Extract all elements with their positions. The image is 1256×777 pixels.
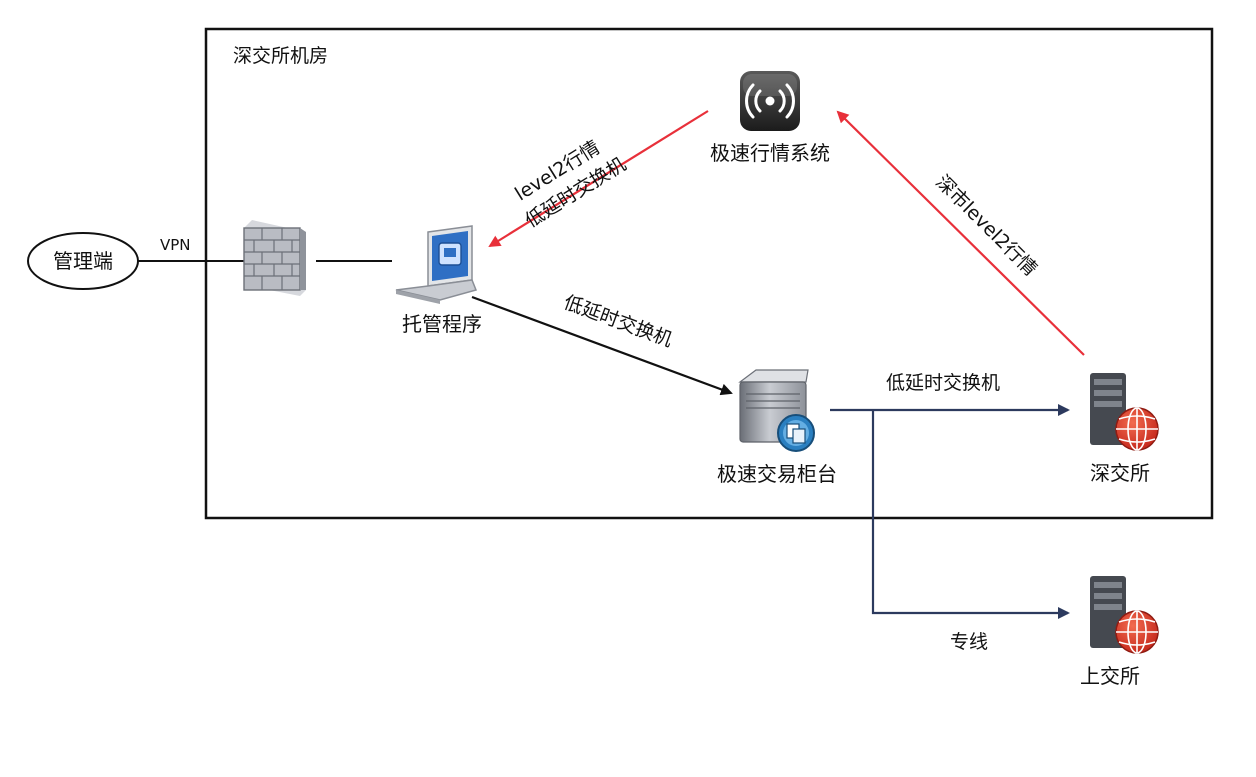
admin-terminal-label: 管理端 — [53, 249, 113, 273]
laptop-icon — [395, 225, 478, 304]
server-room-label: 深交所机房 — [233, 45, 328, 67]
szse-server-icon — [1090, 373, 1159, 451]
counter-to-szse-label: 低延时交换机 — [886, 372, 1000, 394]
sse-label: 上交所 — [1080, 664, 1140, 688]
market-system-label: 极速行情系统 — [710, 141, 830, 165]
market-to-hosting-arrow — [488, 110, 709, 248]
firewall-icon — [243, 220, 306, 296]
admin-terminal-node: 管理端 — [27, 232, 139, 290]
hosting-to-counter-label: 低延时交换机 — [561, 291, 676, 351]
hosting-to-counter-arrow — [471, 295, 733, 396]
szse-to-market-arrow — [836, 110, 1085, 356]
szse-label: 深交所 — [1090, 461, 1150, 485]
hosting-program-label: 托管程序 — [402, 312, 482, 336]
counter-to-sse-arrow — [871, 410, 1070, 619]
szse-to-market-label: 深市level2行情 — [931, 171, 1041, 281]
counter-to-sse-label: 专线 — [950, 631, 988, 653]
broadcast-icon — [740, 71, 800, 131]
server-room-boundary — [204, 27, 1214, 520]
trading-counter-label: 极速交易柜台 — [717, 462, 837, 486]
sse-server-icon — [1090, 576, 1159, 654]
counter-badge-icon — [777, 414, 815, 452]
vpn-link-label: VPN — [160, 236, 191, 254]
